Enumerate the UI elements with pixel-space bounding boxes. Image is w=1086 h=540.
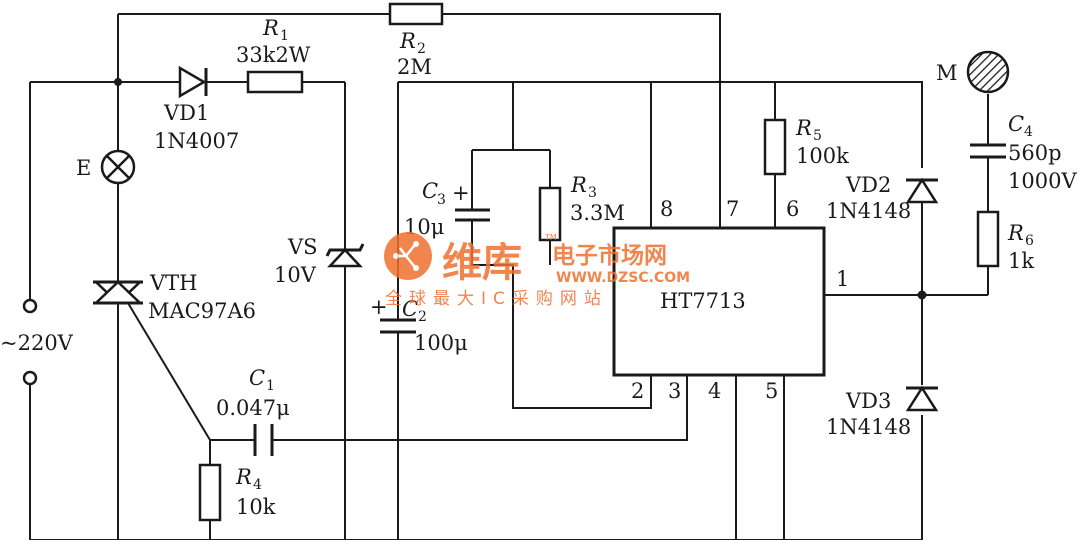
- vs-name: VS: [287, 235, 318, 259]
- c4-rating: 1000V: [1008, 169, 1077, 193]
- resistor-r5: R 5 100k: [763, 116, 849, 176]
- c2-plus: +: [370, 295, 388, 319]
- c4-name: C: [1008, 112, 1024, 136]
- c1-sub: 1: [266, 378, 275, 394]
- r5-value: 100k: [796, 144, 849, 168]
- r3-name: R: [570, 173, 587, 197]
- r5-sub: 5: [813, 128, 822, 144]
- ic-pin-3: 3: [668, 379, 681, 403]
- c2-sub: 2: [418, 309, 427, 325]
- lamp-label: E: [76, 156, 91, 180]
- watermark-site: 电子市场网: [552, 242, 667, 269]
- r6-name: R: [1007, 221, 1024, 245]
- vth-part: MAC97A6: [148, 299, 256, 323]
- power-input: ~220V: [0, 298, 74, 386]
- capacitor-c4: C 4 560p 1000V: [970, 112, 1077, 193]
- c4-sub: 4: [1024, 124, 1033, 140]
- c1-name: C: [249, 366, 265, 390]
- resistor-r2: R 2 2M: [388, 2, 444, 79]
- ic-pin-2: 2: [631, 379, 644, 403]
- vd2-part: 1N4148: [826, 199, 911, 223]
- watermark-logo-icon: [384, 232, 432, 280]
- junction-dot: [917, 290, 927, 300]
- junction-dot: [114, 78, 122, 86]
- watermark-slogan: 全球最大IC采购网站: [385, 289, 608, 309]
- watermark-tm: TM: [544, 233, 557, 242]
- ic-pin-6: 6: [786, 197, 799, 221]
- vd1-part: 1N4007: [154, 129, 239, 153]
- motor-label: M: [936, 61, 958, 85]
- zener-vs: VS 10V: [274, 235, 365, 287]
- junction-dots: [114, 78, 927, 300]
- r5-name: R: [795, 116, 812, 140]
- vd2-name: VD2: [845, 173, 891, 197]
- r2-value: 2M: [397, 55, 432, 79]
- vth-name: VTH: [149, 271, 198, 295]
- watermark-url: WWW.DZSC.COM: [556, 270, 690, 286]
- r6-sub: 6: [1025, 233, 1034, 249]
- vd3-name: VD3: [845, 389, 891, 413]
- ic-ht7713: HT7713 8 7 6 1 2 3 4 5: [612, 197, 849, 403]
- watermark: 维库 电子市场网 WWW.DZSC.COM 全球最大IC采购网站 TM: [384, 232, 690, 309]
- capacitor-c3: C 3 + 10μ: [404, 179, 490, 239]
- r1-sub: 1: [280, 28, 289, 44]
- c2-value: 100μ: [414, 331, 468, 355]
- diode-vd2: VD2 1N4148: [826, 173, 939, 223]
- vs-value: 10V: [274, 263, 317, 287]
- resistor-r3: R 3 3.3M: [538, 173, 625, 242]
- c4-value: 560p: [1008, 141, 1062, 165]
- c1-value: 0.047μ: [216, 396, 290, 420]
- lamp-e: E: [76, 149, 136, 185]
- r4-name: R: [235, 465, 252, 489]
- power-label: ~220V: [0, 331, 74, 355]
- ic-pin-4: 4: [708, 379, 721, 403]
- wires: [29, 13, 989, 540]
- ic-pin-5: 5: [765, 379, 778, 403]
- r2-name: R: [399, 29, 416, 53]
- ic-pin-1: 1: [836, 267, 849, 291]
- ic-pin-8: 8: [660, 197, 673, 221]
- terminal-top: [22, 298, 38, 314]
- triac-vth: VTH MAC97A6: [92, 271, 256, 323]
- vd3-part: 1N4148: [826, 415, 911, 439]
- capacitor-c2: + C 2 100μ: [370, 295, 468, 355]
- r1-name: R: [262, 16, 279, 40]
- capacitor-c1: C 1 0.047μ: [216, 366, 290, 456]
- r3-value: 3.3M: [570, 201, 625, 225]
- watermark-brand: 维库: [442, 240, 522, 286]
- diode-vd1: VD1 1N4007: [154, 65, 239, 153]
- r4-sub: 4: [253, 477, 262, 493]
- r3-sub: 3: [588, 185, 597, 201]
- resistor-r6: R 6 1k: [976, 210, 1034, 273]
- r6-value: 1k: [1008, 249, 1034, 273]
- c3-sub: 3: [437, 192, 446, 208]
- diode-vd3: VD3 1N4148: [826, 385, 939, 439]
- resistor-r4: R 4 10k: [198, 463, 276, 522]
- ic-name: HT7713: [660, 289, 746, 313]
- r2-sub: 2: [417, 41, 426, 57]
- motor-m: M: [936, 50, 1010, 94]
- c3-name: C: [422, 179, 438, 203]
- r4-value: 10k: [236, 495, 276, 519]
- resistor-r1: R 1 33k2W: [236, 16, 311, 94]
- c2-name: C: [402, 297, 418, 321]
- r1-value: 33k2W: [236, 43, 311, 67]
- terminal-bottom: [22, 370, 38, 386]
- c3-plus: +: [452, 181, 470, 205]
- ic-pin-7: 7: [726, 197, 739, 221]
- vd1-name: VD1: [163, 101, 209, 125]
